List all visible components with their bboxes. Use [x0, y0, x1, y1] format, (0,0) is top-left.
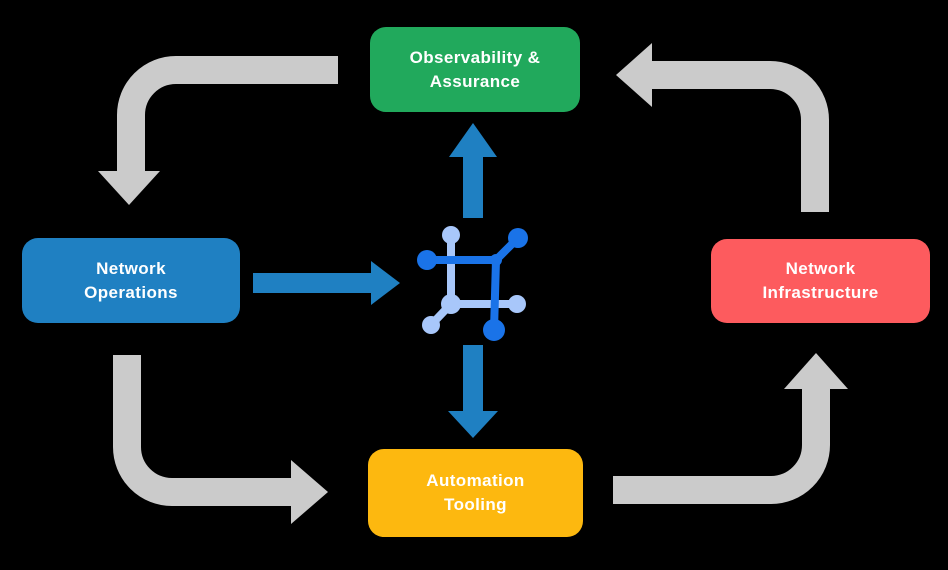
- arrow-hub-to-automation: [448, 345, 498, 438]
- arrow-shaft: [113, 355, 291, 506]
- arrow-shaft: [613, 389, 830, 504]
- arrow-head: [291, 460, 328, 524]
- node-network-infrastructure: Network Infrastructure: [711, 239, 930, 323]
- node-label-network-infrastructure: Network Infrastructure: [762, 259, 879, 302]
- network-automation-hub-icon: [417, 226, 528, 341]
- arrow-observability-to-operations: [98, 56, 338, 205]
- node-observability-assurance: Observability & Assurance: [370, 27, 580, 112]
- arrow-head: [616, 43, 652, 107]
- node-label-automation-tooling: Automation Tooling: [426, 471, 525, 514]
- node-label-observability-assurance: Observability & Assurance: [409, 47, 541, 91]
- arrow-hub-to-observability: [449, 123, 497, 218]
- arrow-operations-to-automation: [113, 355, 328, 524]
- arrow-head: [98, 171, 160, 205]
- arrow-shaft: [652, 61, 829, 212]
- arrow-head: [784, 353, 848, 389]
- hub-icon-light-part: [422, 226, 526, 334]
- arrow-shaft: [117, 56, 338, 172]
- node-network-operations: Network Operations: [22, 238, 240, 323]
- node-label-network-operations: Network Operations: [84, 258, 178, 302]
- arrow-head: [449, 123, 497, 157]
- hub-icon-dark-part: [417, 228, 528, 341]
- arrow-head: [448, 411, 498, 438]
- arrow-head: [371, 261, 400, 305]
- node-automation-tooling: Automation Tooling: [368, 449, 583, 537]
- arrow-infrastructure-to-observability: [616, 43, 829, 212]
- arrow-operations-to-hub: [253, 261, 400, 305]
- arrow-automation-to-infrastructure: [613, 353, 848, 504]
